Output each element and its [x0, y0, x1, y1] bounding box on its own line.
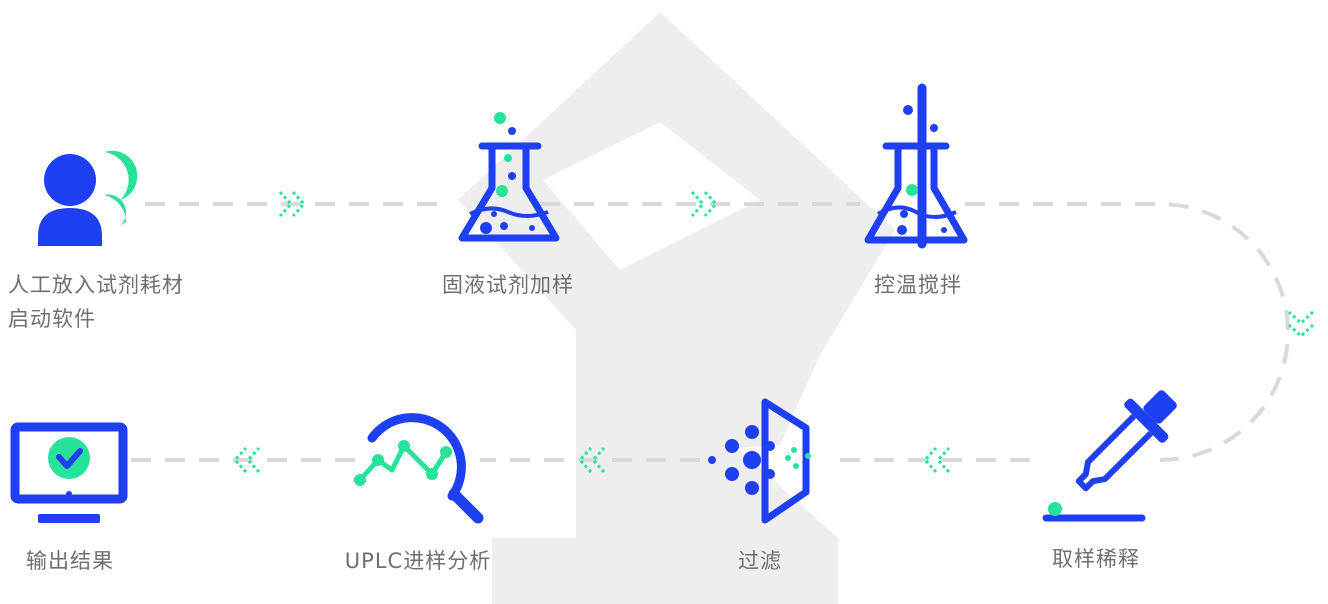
step-label-manual: 人工放入试剂耗材 启动软件: [8, 268, 184, 336]
step-label-uplc: UPLC进样分析: [344, 549, 492, 573]
pipette-icon: [1042, 390, 1177, 522]
step-label-filter: 过滤: [738, 549, 782, 573]
step-label-line: 启动软件: [8, 307, 96, 331]
flask-icon: [458, 112, 560, 242]
step-label-stir: 控温搅拌: [874, 273, 962, 297]
step-label-line: 人工放入试剂耗材: [8, 273, 184, 297]
arrow-down-icon: [1287, 310, 1315, 338]
chart-search-icon: [354, 413, 484, 524]
filter-icon: [708, 398, 811, 524]
robot-arm-watermark: [458, 12, 895, 604]
step-label-output: 输出结果: [26, 549, 114, 573]
user-group-icon: [38, 150, 138, 246]
connector-lines: [130, 202, 1290, 462]
monitor-check-icon: [10, 422, 128, 523]
flask-stir-icon: [864, 83, 968, 249]
step-label-sample: 取样稀释: [1052, 547, 1140, 571]
step-label-solid-liquid: 固液试剂加样: [442, 273, 574, 297]
